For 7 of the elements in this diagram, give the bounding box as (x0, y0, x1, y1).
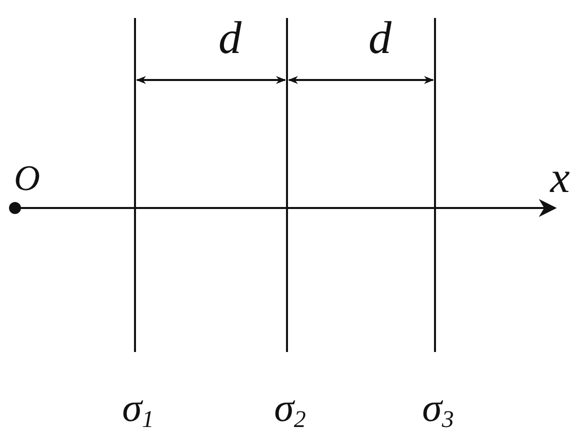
distance-label: d (218, 15, 242, 61)
charge-density-label: σ$_{2}$ (274, 388, 306, 432)
charge-density-label: σ$_{1}$ (122, 388, 154, 432)
origin-label: O (14, 160, 40, 196)
distance-label: d (368, 15, 392, 61)
charge-density-label: σ$_{3}$ (422, 388, 454, 432)
axis-label: x (550, 156, 570, 200)
